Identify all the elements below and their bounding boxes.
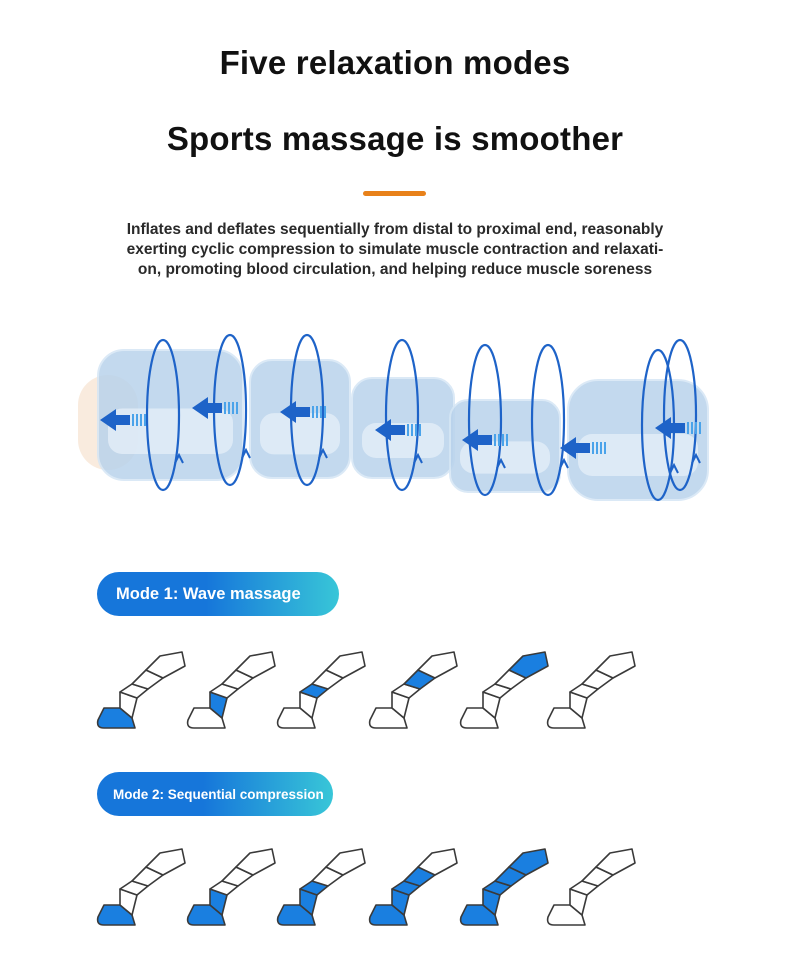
accent-divider <box>363 191 426 196</box>
rotation-ring <box>662 338 698 492</box>
leg-chamber <box>235 848 276 876</box>
leg-chamber-icon <box>368 848 458 926</box>
flow-arrow-icon <box>655 417 701 439</box>
rotation-ring <box>530 343 566 497</box>
chamber-highlight <box>460 441 550 474</box>
ring-arrowhead <box>174 452 184 464</box>
leg-chamber <box>325 651 366 679</box>
leg-chamber-icon <box>96 651 186 729</box>
ring-arrowhead <box>318 447 328 459</box>
leg-chamber <box>235 651 276 679</box>
leg-chamber <box>508 651 549 679</box>
rotation-ring <box>384 338 420 492</box>
ring-arrowhead <box>559 457 569 469</box>
chamber-highlight <box>260 413 340 455</box>
ring-arrowhead <box>669 462 679 474</box>
mode-2-label-text: Mode 2: Sequential compression <box>113 786 324 802</box>
main-heading: Five relaxation modes <box>219 44 571 81</box>
mode-2-label: Mode 2: Sequential compression <box>97 772 333 816</box>
leg-chamber <box>595 848 636 876</box>
ring-arrowhead <box>241 447 251 459</box>
flow-arrow-icon <box>280 401 326 423</box>
rotation-ring <box>467 343 503 497</box>
description-line: Inflates and deflates sequentially from … <box>126 221 664 238</box>
leg-chamber-icon <box>459 651 549 729</box>
rotation-ring <box>145 338 181 492</box>
leg-chamber-icon <box>186 848 276 926</box>
sub-heading: Sports massage is smoother <box>166 120 624 157</box>
mode-1-label: Mode 1: Wave massage <box>97 572 339 616</box>
leg-chamber <box>325 848 366 876</box>
ring-arrowhead <box>691 452 701 464</box>
leg-chamber <box>417 651 458 679</box>
flow-arrow-icon <box>375 419 421 441</box>
leg-chamber-icon <box>186 651 276 729</box>
leg-chamber <box>508 848 549 876</box>
leg-chamber <box>417 848 458 876</box>
description: Inflates and deflates sequentially from … <box>85 220 705 280</box>
leg-chamber <box>595 651 636 679</box>
leg-chamber-icon <box>368 651 458 729</box>
leg-chamber-icon <box>546 848 636 926</box>
flow-arrow-icon <box>100 409 146 431</box>
leg-chamber-icon <box>459 848 549 926</box>
flow-arrow-icon <box>560 437 606 459</box>
ring-arrowhead <box>496 457 506 469</box>
leg-compression-illustration <box>78 333 709 502</box>
leg-chamber <box>145 651 186 679</box>
chamber-highlight <box>108 408 233 454</box>
chamber-highlight <box>578 434 698 476</box>
ring-arrowhead <box>413 452 423 464</box>
leg-chamber-icon <box>276 651 366 729</box>
leg-chamber-icon <box>96 848 186 926</box>
leg-chamber-icon <box>276 848 366 926</box>
leg-chamber <box>145 848 186 876</box>
flow-arrow-icon <box>462 429 508 451</box>
description-line: exerting cyclic compression to simulate … <box>126 241 664 258</box>
mode-1-label-text: Mode 1: Wave massage <box>116 584 301 603</box>
flow-arrow-icon <box>192 397 238 419</box>
description-line: on, promoting blood circulation, and hel… <box>137 261 653 278</box>
leg-chamber-icon <box>546 651 636 729</box>
